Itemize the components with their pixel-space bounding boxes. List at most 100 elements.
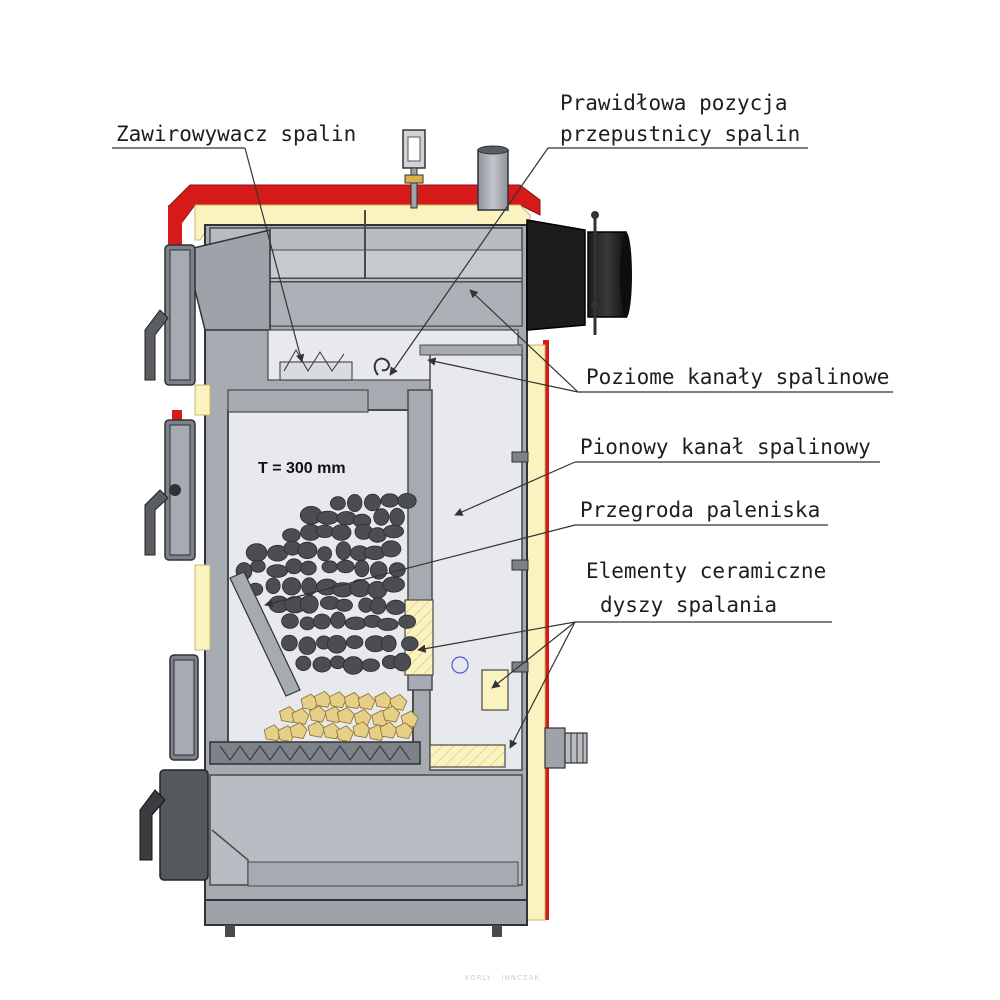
coal-lump [385, 599, 406, 616]
wood-piece [289, 722, 308, 739]
coal-lump [326, 634, 347, 654]
boiler-body [168, 184, 549, 937]
label-vertical-channel: Pionowy kanał spalinowy [580, 435, 871, 459]
coal-lump [330, 655, 346, 670]
flue-outlet [526, 211, 632, 335]
coal-lump [401, 636, 419, 652]
coal-lump [354, 559, 370, 578]
grate [209, 741, 421, 765]
coal-lump [389, 507, 405, 527]
callout-labels: Zawirowywacz spalin Prawidłowa pozycja p… [116, 91, 889, 617]
upper-door-frame [184, 229, 271, 331]
ceramic-element-1 [481, 669, 509, 711]
door-handle-icon [139, 789, 166, 861]
coal-lump [281, 634, 298, 652]
coal-lump [245, 543, 268, 562]
wood-piece [395, 722, 414, 740]
coal-lump [285, 558, 303, 575]
thermometer-icon [402, 129, 426, 209]
coal-lump [312, 613, 331, 630]
label-damper-line2: przepustnicy spalin [560, 122, 800, 146]
label-damper-line1: Prawidłowa pozycja [560, 91, 788, 115]
coal-lump [329, 496, 346, 511]
coal-lump [380, 493, 400, 508]
wood-piece [374, 691, 393, 709]
coal-lump [331, 524, 352, 541]
wood-piece [308, 705, 327, 723]
coal-lump [342, 656, 364, 675]
wood-piece [307, 720, 326, 738]
coal-lump [298, 636, 317, 655]
wood-piece [291, 707, 310, 725]
wood-piece [328, 691, 347, 709]
label-ceramic-line1: Elementy ceramiczne [586, 559, 826, 583]
coal-lump [376, 617, 399, 631]
coal-lump [321, 560, 338, 574]
coal-lump [295, 655, 312, 672]
foot-right [492, 925, 502, 937]
coal-lump [369, 597, 387, 615]
base-plate [204, 899, 528, 926]
coal-lump [380, 635, 397, 653]
label-horizontal-channels: Poziome kanały spalinowe [586, 365, 889, 389]
coal-lump [266, 564, 289, 578]
wood-piece [382, 705, 401, 723]
ceramic-element-2 [429, 744, 506, 768]
chimney-flue-icon [477, 145, 509, 211]
top-fittings [402, 129, 632, 769]
red-jacket-left [168, 205, 182, 245]
wood-piece [357, 693, 376, 711]
label-swirler: Zawirowywacz spalin [116, 122, 356, 146]
coal-lump [300, 560, 317, 576]
coal-lump [347, 493, 363, 512]
wood-piece [379, 721, 398, 739]
door-handle-icon [144, 309, 169, 381]
wood-piece [352, 721, 371, 739]
coal-lump [330, 611, 346, 629]
label-ceramic-line2: dyszy spalania [600, 593, 777, 617]
coal-fuel [235, 492, 419, 675]
coal-lump [297, 541, 318, 560]
coal-lump [335, 541, 352, 560]
ash-door [159, 769, 209, 881]
chamber-depth-note: T = 300 mm [258, 460, 346, 477]
red-jacket-left-mid [172, 410, 182, 422]
coal-lump [312, 656, 332, 673]
label-furnace-baffle: Przegroda paleniska [580, 498, 820, 522]
coal-lump [383, 524, 405, 539]
coal-lump [316, 510, 339, 525]
coal-lump [299, 594, 319, 614]
swirler-element [279, 348, 353, 381]
fuel-chute [229, 571, 301, 697]
coal-lump [382, 576, 405, 593]
wood-piece [300, 693, 319, 711]
wood-piece [353, 708, 372, 726]
coal-lump [335, 598, 353, 612]
insulation-right [526, 344, 546, 921]
damper-hook [373, 357, 390, 376]
coal-lump [361, 658, 380, 672]
coal-lump [373, 508, 390, 526]
coal-lump [344, 616, 367, 631]
coal-lump [281, 577, 302, 596]
coal-lump [363, 493, 381, 512]
coal-lump [393, 652, 412, 672]
foot-left [225, 925, 235, 937]
coal-lump [398, 614, 417, 629]
door-handle-icon [144, 489, 169, 556]
red-jacket-right-strip [543, 340, 549, 920]
coal-lump [317, 546, 333, 562]
return-pipe [544, 727, 588, 769]
coal-lump [299, 616, 316, 631]
coal-lump [250, 559, 266, 573]
left-doors [139, 244, 211, 881]
wood-piece [314, 690, 333, 708]
coal-lump [380, 540, 402, 558]
coal-lump [281, 613, 299, 629]
coal-lump [265, 577, 281, 595]
wood-fuel [263, 690, 419, 743]
leader-lines [112, 147, 893, 749]
coal-lump [336, 559, 355, 574]
watermark: KORLY · INNCZAK [465, 974, 540, 982]
